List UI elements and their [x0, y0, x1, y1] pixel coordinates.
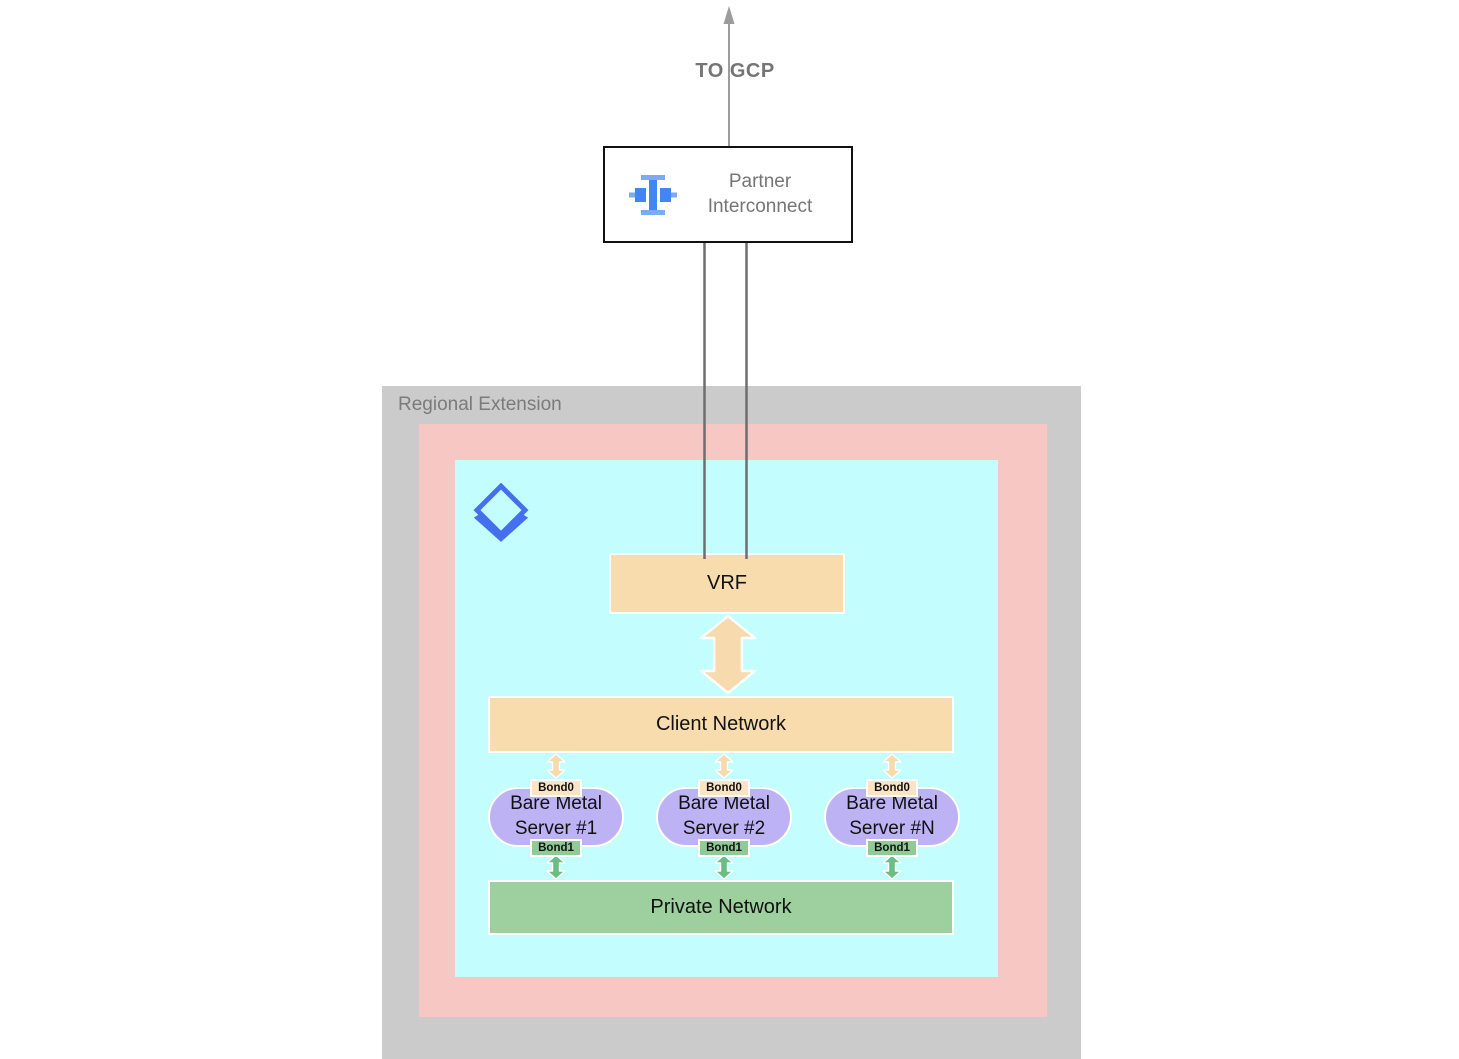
- double-arrow-vertical-icon: [699, 614, 757, 695]
- server-label-line1: Bare Metal: [678, 793, 770, 815]
- double-arrow-small-icon-green: [714, 854, 734, 880]
- bare-metal-server-group-n: Bond0 Bare Metal Server #N Bond1: [824, 753, 960, 880]
- bond0-badge: Bond0: [866, 779, 918, 797]
- bond1-badge: Bond1: [530, 839, 582, 857]
- double-arrow-small-icon-green: [546, 854, 566, 880]
- server-label-line1: Bare Metal: [846, 793, 938, 815]
- layers-diamond-icon: [473, 483, 529, 542]
- bond0-badge: Bond0: [698, 779, 750, 797]
- double-arrow-small-icon-tan: [882, 753, 902, 779]
- server-label-line1: Bare Metal: [510, 793, 602, 815]
- double-arrow-small-icon-tan: [546, 753, 566, 779]
- bond1-badge: Bond1: [866, 839, 918, 857]
- server-label-line2: Server #2: [682, 818, 766, 839]
- partner-interconnect-label: Partner Interconnect: [707, 171, 813, 217]
- to-gcp-label: TO GCP: [695, 60, 775, 82]
- server-label-line2: Server #N: [849, 818, 935, 839]
- regional-extension-label: Regional Extension: [398, 394, 562, 415]
- server-label-line2: Server #1: [514, 818, 598, 839]
- private-network-node: Private Network: [488, 880, 954, 935]
- interconnect-icon: [629, 174, 677, 215]
- vrf-label: VRF: [707, 572, 747, 594]
- client-network-label: Client Network: [655, 713, 787, 735]
- arrow-up-icon: [723, 6, 735, 24]
- client-network-node: Client Network: [488, 696, 954, 753]
- bond1-badge: Bond1: [698, 839, 750, 857]
- partner-interconnect-node: Partner Interconnect: [603, 146, 853, 243]
- vrf-node: VRF: [609, 553, 845, 614]
- bare-metal-server-group-1: Bond0 Bare Metal Server #1 Bond1: [488, 753, 624, 880]
- double-arrow-small-icon-green: [882, 854, 902, 880]
- bond0-badge: Bond0: [530, 779, 582, 797]
- double-arrow-small-icon-tan: [714, 753, 734, 779]
- bare-metal-server-group-2: Bond0 Bare Metal Server #2 Bond1: [656, 753, 792, 880]
- private-network-label: Private Network: [650, 896, 792, 918]
